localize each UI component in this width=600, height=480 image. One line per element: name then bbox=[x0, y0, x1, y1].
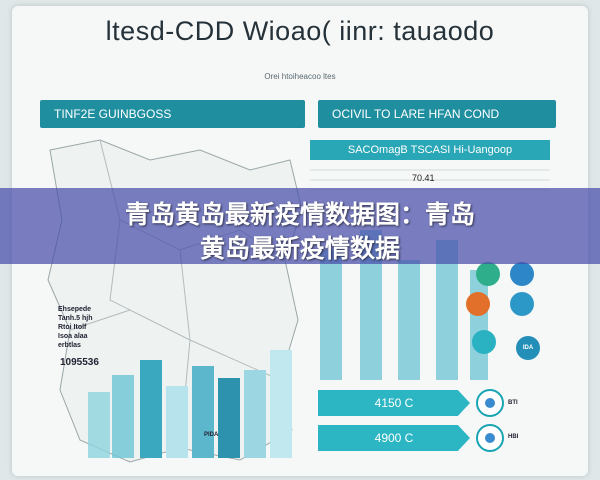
chart-bar bbox=[470, 270, 488, 380]
highlight-number: 1095536 bbox=[60, 357, 99, 368]
map-bar bbox=[140, 360, 162, 458]
stat-value: 70.41 bbox=[412, 173, 435, 183]
title-banner bbox=[0, 188, 600, 264]
banner-title-line2: 黄岛最新疫情数据 bbox=[199, 234, 400, 263]
banner-title-line1: 青岛黄岛最新疫情数据图：青岛 bbox=[124, 200, 475, 229]
chart-bar bbox=[398, 260, 420, 380]
district-label: Ehsepede bbox=[58, 306, 92, 313]
district-label: Isoa alaa bbox=[58, 333, 88, 340]
banner-title: 青岛黄岛最新疫情数据图：青岛 黄岛最新疫情数据 bbox=[0, 198, 600, 266]
pill-tag: HBI bbox=[508, 434, 519, 440]
district-map bbox=[47, 139, 303, 463]
stat-bubble bbox=[510, 292, 534, 316]
chart-bar bbox=[436, 240, 458, 380]
map-bar bbox=[270, 350, 292, 458]
right-subheader: SACOmagB TSCASI Hi-Uangoop bbox=[310, 140, 550, 160]
district-label: Rtoi Itolf bbox=[58, 324, 87, 331]
map-bar bbox=[218, 378, 240, 458]
value-pill: 4150 C bbox=[318, 390, 470, 416]
poster-subtitle: Orei htoiheacoo ltes bbox=[264, 72, 336, 81]
stat-bubble: IDA bbox=[516, 336, 540, 360]
stat-bubble bbox=[476, 262, 500, 286]
district-label: Tanh.5 hjh bbox=[58, 315, 93, 322]
pill-marker-icon bbox=[476, 389, 504, 417]
map-bar bbox=[88, 392, 110, 458]
stat-bubble bbox=[510, 262, 534, 286]
stat-bubble bbox=[472, 330, 496, 354]
map-bar bbox=[192, 366, 214, 458]
pill-marker-icon bbox=[476, 424, 504, 452]
map-region-line bbox=[69, 309, 281, 381]
left-section-header: TINF2E GUINBGOSS bbox=[40, 100, 305, 128]
poster-title: ltesd-CDD Wioao( iinr: tauaodo bbox=[105, 16, 495, 46]
pill-tag: BTI bbox=[508, 400, 518, 406]
map-bar bbox=[112, 375, 134, 458]
map-bar bbox=[166, 386, 188, 458]
bar-tag: PIDA bbox=[204, 432, 219, 438]
district-legend: Ehsepede Tanh.5 hjh Rtoi Itolf Isoa alaa… bbox=[58, 305, 92, 350]
value-pill: 4900 C bbox=[318, 425, 470, 451]
map-bar bbox=[244, 370, 266, 458]
stat-bubble bbox=[466, 292, 490, 316]
chart-bar bbox=[360, 230, 382, 380]
right-section-header: OCIVIL TO LARE HFAN COND bbox=[318, 100, 556, 128]
chart-bar bbox=[320, 250, 342, 380]
district-label: erbtlas bbox=[58, 342, 81, 349]
